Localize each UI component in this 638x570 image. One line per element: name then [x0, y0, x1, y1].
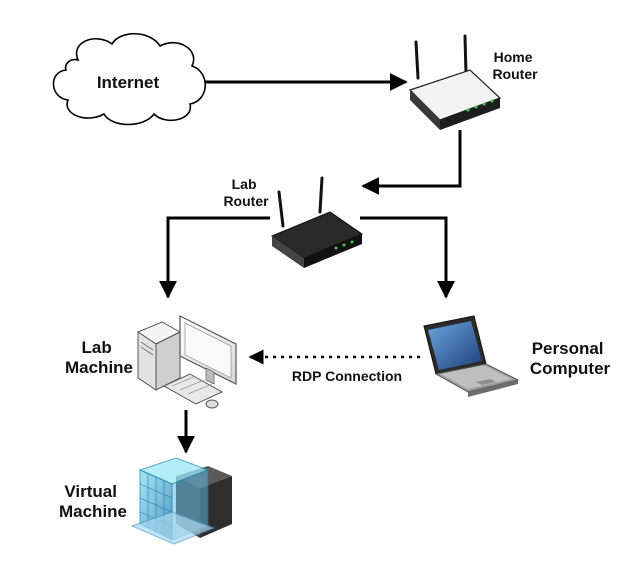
personal-computer-node: Personal Computer [423, 315, 611, 397]
arrow-lab-router-to-lab-machine [159, 216, 270, 299]
lab-machine-label: Lab Machine [65, 338, 133, 377]
internet-label: Internet [97, 73, 160, 92]
personal-computer-label: Personal Computer [530, 339, 611, 378]
internet-node: Internet [52, 33, 206, 126]
rdp-connection-label: RDP Connection [292, 368, 402, 384]
connections [159, 73, 462, 454]
wireless-router-icon [408, 34, 502, 130]
virtual-machine-node: Virtual Machine [59, 457, 232, 545]
home-router-label: Home Router [492, 49, 538, 82]
lab-machine-node: Lab Machine [65, 315, 237, 409]
lab-router-node: Lab Router [223, 176, 364, 268]
desktop-computer-icon [136, 315, 237, 409]
lab-router-label: Lab Router [223, 176, 269, 209]
laptop-icon [423, 315, 520, 397]
arrow-lab-router-to-personal-computer [360, 216, 455, 299]
virtual-machine-icon [130, 457, 232, 545]
wireless-router-icon [270, 176, 364, 268]
home-router-node: Home Router [408, 34, 538, 130]
cloud-icon [52, 33, 206, 126]
virtual-machine-label: Virtual Machine [59, 482, 127, 521]
arrow-home-router-to-lab-router [361, 130, 462, 195]
